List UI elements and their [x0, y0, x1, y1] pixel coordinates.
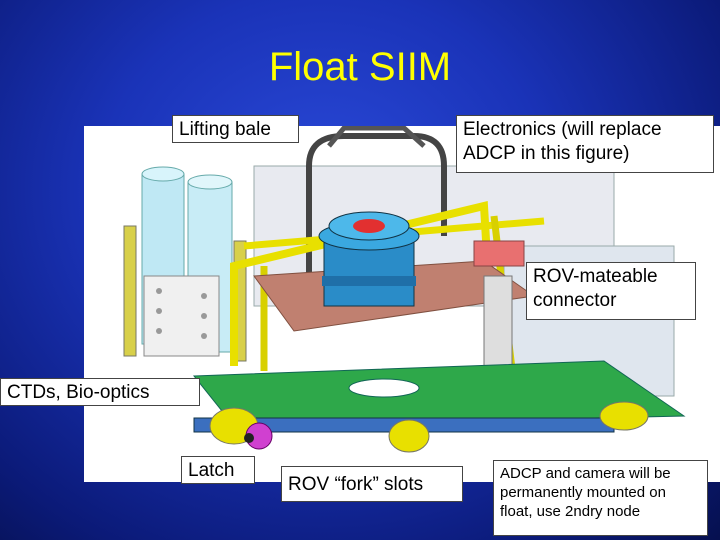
- slide-title: Float SIIM: [268, 45, 452, 89]
- label-rov-connector: ROV-mateable connector: [526, 262, 696, 320]
- label-ctds-bio-optics: CTDs, Bio-optics: [0, 378, 200, 406]
- label-latch: Latch: [181, 456, 255, 484]
- label-rov-fork-slots: ROV “fork” slots: [281, 466, 463, 502]
- label-adcp-note: ADCP and camera will be permanently moun…: [493, 460, 708, 536]
- label-lifting-bale: Lifting bale: [172, 115, 299, 143]
- label-electronics: Electronics (will replace ADCP in this f…: [456, 115, 714, 173]
